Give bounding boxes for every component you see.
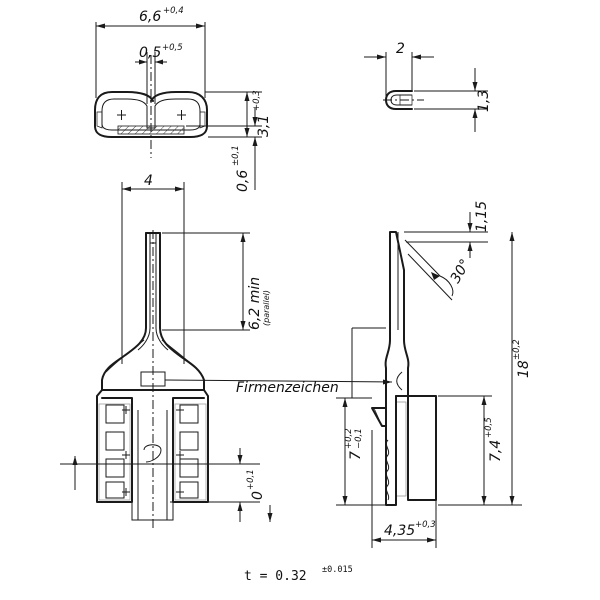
thickness-tolerance: ±0.015 [322,565,353,575]
dim-insulation-tol-upper: +0,2 [344,428,354,449]
dim-side-width-value: 4,35 [384,523,415,539]
side-wing-hatch [373,407,387,427]
dim-top-height-tol: +0,3 [252,90,262,111]
front-view: 4 6,2 min (parallel) 0 +0,1 [60,173,273,528]
front-bend-line-l [105,339,145,373]
arrow [237,502,243,511]
front-serration-cells [105,404,199,499]
dim-tab-length-note: (parallel) [262,290,271,326]
front-body-left [96,389,133,503]
arrow [252,137,258,146]
dim-angle-value: 30° [448,256,474,286]
front-body-right [172,389,209,503]
dim-side-offset-value: 1,15 [474,201,490,232]
side-crimp-body [395,395,437,501]
side-view: 1,15 30° 18 ±0,2 7,4 +0,5 7 +0,2 −0,1 4,… [336,201,532,548]
dim-total-length-value: 18 [516,360,532,378]
arrow [509,232,515,241]
dim-tab-length-value: 6,2 min [247,277,263,330]
arrow [96,23,105,29]
angle-leader-a [404,239,441,277]
arrow [267,513,273,522]
front-bend-line-r [161,339,201,373]
dim-bottom-offset-value: 0 [250,491,266,500]
dim-bottom-offset-tol: +0,1 [246,469,256,490]
top-left-wall-hatch [96,111,103,129]
dim-crimp-length-tol: +0,5 [484,417,494,438]
dim-top-gap-tol: +0,5 [162,43,183,53]
arrow [472,109,478,118]
company-mark-leader [164,379,393,383]
arrow [237,455,243,464]
dim-crimp-length-value: 7,4 [488,440,504,462]
arrow [467,223,473,232]
front-slot-lines [137,410,168,520]
arrow [427,537,436,543]
dim-top-width-tol: +0,4 [163,6,184,16]
arrow [467,242,473,251]
dim-insulation-tol-lower: −0,1 [354,428,364,449]
dim-top-height-value: 3,1 [256,115,272,137]
front-tab-inner-r [155,233,169,351]
top-section-view: 6,6 +0,4 0,5 +0,5 3,1 +0,3 0,6 ±0,1 [94,6,272,192]
top-profile-inner [101,98,201,131]
arrow [342,398,348,407]
side-insulation-wing [371,407,387,427]
side-body-hatch [395,401,407,497]
front-tab-outline-r [159,232,205,391]
dim-top-width-value: 6,6 [139,9,161,25]
arrow [240,233,246,242]
arrow [196,23,205,29]
arrow [472,82,478,91]
front-right-serration [174,403,207,501]
company-mark-label: Firmenzeichen [236,380,339,396]
arrow [342,496,348,505]
company-mark-callout: Firmenzeichen [164,379,393,396]
dim-end-height-value: 1,3 [476,90,492,112]
end-view-hatch [399,94,413,106]
dim-top-gap-value: 0,5 [139,45,161,61]
arrow [139,59,147,65]
dim-front-width-value: 4 [144,173,153,189]
arrow [155,59,163,65]
arrow [412,54,421,60]
arrow [481,396,487,405]
dim-side-width-tol: +0,3 [415,520,436,530]
end-view: 2 1,3 [364,41,492,132]
arrow [244,92,250,101]
arrow [481,496,487,505]
arrow [252,117,258,126]
arrow [372,537,381,543]
angle-arc [439,275,454,297]
dim-top-base-value: 0,6 [235,170,251,192]
arrow [244,128,250,137]
dim-insulation-value: 7 [348,451,364,460]
arrow [509,496,515,505]
dim-end-width-value: 2 [396,41,405,57]
arrow [240,321,246,330]
side-mark-detail [396,371,403,391]
angle-leader-b [407,253,453,301]
arrow [383,379,392,385]
top-right-wall-hatch [199,111,206,129]
arrow [377,54,386,60]
front-crosses [122,406,184,496]
front-tab-outline [101,232,147,391]
thickness-label: t = 0.32 [244,569,307,584]
front-hook [143,444,162,463]
front-tab-inner-l [137,233,151,351]
arrow [431,272,440,280]
arrow [175,186,184,192]
side-tab-outline [384,231,410,506]
side-serration-profile [385,439,390,501]
arrow [72,456,78,465]
front-left-serration [98,403,131,501]
dim-total-length-tol: ±0,2 [512,339,522,360]
dim-top-base-tol: ±0,1 [231,145,241,166]
arrow [122,186,131,192]
